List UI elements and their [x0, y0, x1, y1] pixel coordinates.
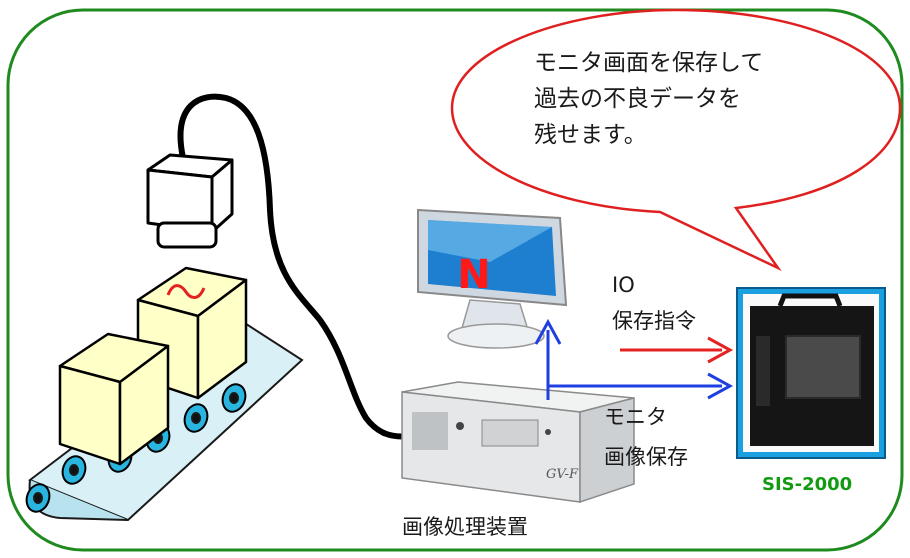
bubble-text-line-2: 過去の不良データを	[534, 86, 741, 112]
io-label-line-1: IO	[612, 273, 635, 297]
image-processor-caption: 画像処理装置	[402, 515, 528, 539]
recorder-device-icon	[736, 287, 886, 459]
camera-cable	[177, 93, 413, 440]
processor-badge: GV-F	[546, 467, 579, 482]
bubble-text-line-1: モニタ画面を保存して	[534, 50, 763, 76]
image-processor-icon	[401, 381, 635, 504]
monitor-save-label-line-2: 画像保存	[604, 445, 688, 469]
product-box-icon	[58, 332, 170, 466]
speech-bubble	[450, 8, 902, 272]
video-arrow-to-monitor	[534, 318, 562, 345]
video-signal-line	[546, 330, 722, 400]
video-arrow-to-recorder	[707, 372, 734, 400]
pc-monitor-icon	[417, 208, 568, 349]
monitor-save-label-line-1: モニタ	[604, 405, 667, 429]
io-arrow-head	[707, 336, 734, 364]
camera-icon	[146, 153, 234, 249]
io-label-line-2: 保存指令	[612, 309, 696, 333]
monitor-logo-text: N	[457, 252, 490, 298]
bubble-text-line-3: 残せます。	[534, 122, 647, 148]
recorder-name-label: SIS-2000	[762, 474, 852, 495]
